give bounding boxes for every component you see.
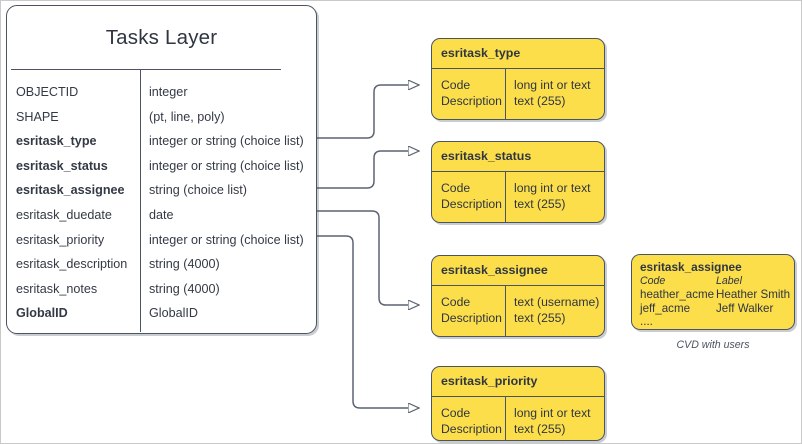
domain-header-divider bbox=[432, 68, 604, 69]
cvd-header-label: Label bbox=[716, 275, 742, 287]
connector-priority bbox=[317, 235, 419, 408]
connector-assignee bbox=[317, 210, 419, 305]
domain-right-column: long int or text text (255) bbox=[514, 181, 591, 212]
domain-column-divider bbox=[505, 68, 506, 119]
cvd-label: Heather Smith bbox=[716, 288, 791, 302]
field-row-esritask-priority: esritask_priority integer or string (cho… bbox=[7, 233, 316, 258]
cvd-code: heather_acme bbox=[640, 288, 715, 302]
domain-left-line: Code bbox=[441, 78, 471, 92]
cvd-grid: Code Label heather_acme Heather Smith je… bbox=[640, 275, 790, 329]
cvd-code: jeff_acme bbox=[640, 301, 691, 315]
field-row-esritask-assignee: esritask_assignee string (choice list) bbox=[7, 183, 316, 208]
field-name: esritask_description bbox=[16, 257, 128, 272]
field-type: (pt, line, poly) bbox=[149, 109, 225, 124]
domain-left-line: Description bbox=[441, 93, 502, 108]
domain-left-column: Code Description bbox=[441, 78, 502, 109]
tasks-layer-entity: Tasks Layer OBJECTID integer SHAPE (pt, … bbox=[6, 5, 317, 334]
domain-table-esritask-status: esritask_status Code Description long in… bbox=[431, 141, 605, 223]
cvd-sample-box: esritask_assignee Code Label heather_acm… bbox=[631, 254, 795, 330]
domain-table-esritask-assignee: esritask_assignee Code Description text … bbox=[431, 255, 605, 337]
domain-column-divider bbox=[505, 285, 506, 336]
domain-left-line: Code bbox=[441, 181, 471, 195]
cvd-row: .... bbox=[640, 315, 790, 328]
domain-left-line: Code bbox=[441, 295, 471, 309]
field-name: OBJECTID bbox=[16, 85, 79, 99]
field-row-esritask-description: esritask_description string (4000) bbox=[7, 257, 316, 282]
field-row-esritask-notes: esritask_notes string (4000) bbox=[7, 282, 316, 307]
cvd-code: .... bbox=[640, 315, 653, 329]
field-row-esritask-duedate: esritask_duedate date bbox=[7, 208, 316, 233]
domain-right-line: long int or text bbox=[514, 181, 591, 195]
domain-right-line: text (username) bbox=[514, 295, 600, 309]
domain-column-divider bbox=[505, 396, 506, 440]
domain-right-line: text (255) bbox=[514, 93, 566, 108]
field-type: date bbox=[149, 207, 174, 222]
cvd-caption: CVD with users bbox=[676, 339, 750, 351]
field-name: esritask_notes bbox=[16, 281, 98, 296]
cvd-label: Jeff Walker bbox=[716, 301, 774, 315]
field-type: string (4000) bbox=[149, 257, 220, 272]
domain-title: esritask_status bbox=[441, 149, 532, 163]
domain-left-column: Code Description bbox=[441, 295, 502, 326]
cvd-row: jeff_acme Jeff Walker bbox=[640, 302, 790, 315]
field-name: SHAPE bbox=[16, 109, 59, 124]
domain-header-divider bbox=[432, 285, 604, 286]
tasks-layer-title: Tasks Layer bbox=[105, 26, 218, 49]
domain-right-column: long int or text text (255) bbox=[514, 406, 591, 437]
domain-left-line: Description bbox=[441, 196, 502, 211]
cvd-title: esritask_assignee bbox=[640, 260, 742, 274]
domain-title: esritask_assignee bbox=[441, 263, 548, 277]
cvd-header-code: Code bbox=[640, 275, 666, 287]
field-type: string (choice list) bbox=[149, 183, 247, 198]
field-row-objectid: OBJECTID integer bbox=[7, 85, 316, 110]
domain-left-line: Description bbox=[441, 421, 502, 436]
domain-right-column: text (username) text (255) bbox=[514, 295, 599, 326]
field-row-esritask-type: esritask_type integer or string (choice … bbox=[7, 134, 316, 159]
field-type: integer bbox=[149, 85, 188, 99]
domain-title: esritask_priority bbox=[441, 374, 538, 388]
column-divider bbox=[140, 70, 141, 332]
connector-type bbox=[317, 85, 419, 139]
field-name: esritask_status bbox=[16, 158, 108, 173]
field-type: integer or string (choice list) bbox=[149, 134, 304, 149]
domain-left-line: Code bbox=[441, 406, 471, 420]
field-type: integer or string (choice list) bbox=[149, 158, 304, 173]
domain-right-column: long int or text text (255) bbox=[514, 78, 591, 109]
domain-left-line: Description bbox=[441, 310, 502, 325]
cvd-header-row: Code Label bbox=[640, 275, 790, 288]
domain-title: esritask_type bbox=[441, 46, 521, 60]
field-type: integer or string (choice list) bbox=[149, 232, 304, 247]
title-divider bbox=[11, 69, 281, 70]
field-name: esritask_assignee bbox=[16, 183, 125, 198]
domain-column-divider bbox=[505, 171, 506, 222]
domain-table-esritask-type: esritask_type Code Description long int … bbox=[431, 38, 605, 120]
field-type: string (4000) bbox=[149, 281, 220, 296]
field-name: esritask_type bbox=[16, 134, 97, 149]
domain-right-line: long int or text bbox=[514, 406, 591, 420]
field-name: esritask_priority bbox=[16, 232, 105, 247]
cvd-row: heather_acme Heather Smith bbox=[640, 288, 790, 301]
domain-right-line: text (255) bbox=[514, 310, 566, 325]
domain-right-line: text (255) bbox=[514, 196, 566, 211]
domain-header-divider bbox=[432, 171, 604, 172]
domain-left-column: Code Description bbox=[441, 406, 502, 437]
domain-right-line: long int or text bbox=[514, 78, 591, 92]
connector-status bbox=[317, 151, 419, 189]
field-row-globalid: GlobalID GlobalID bbox=[7, 306, 316, 331]
field-name: esritask_duedate bbox=[16, 207, 112, 222]
domain-left-column: Code Description bbox=[441, 181, 502, 212]
field-name: GlobalID bbox=[16, 306, 68, 321]
field-type: GlobalID bbox=[149, 306, 198, 321]
domain-table-esritask-priority: esritask_priority Code Description long … bbox=[431, 366, 605, 441]
domain-right-line: text (255) bbox=[514, 421, 566, 436]
domain-header-divider bbox=[432, 396, 604, 397]
field-row-esritask-status: esritask_status integer or string (choic… bbox=[7, 159, 316, 184]
field-list: OBJECTID integer SHAPE (pt, line, poly) … bbox=[7, 85, 316, 331]
field-row-shape: SHAPE (pt, line, poly) bbox=[7, 110, 316, 135]
